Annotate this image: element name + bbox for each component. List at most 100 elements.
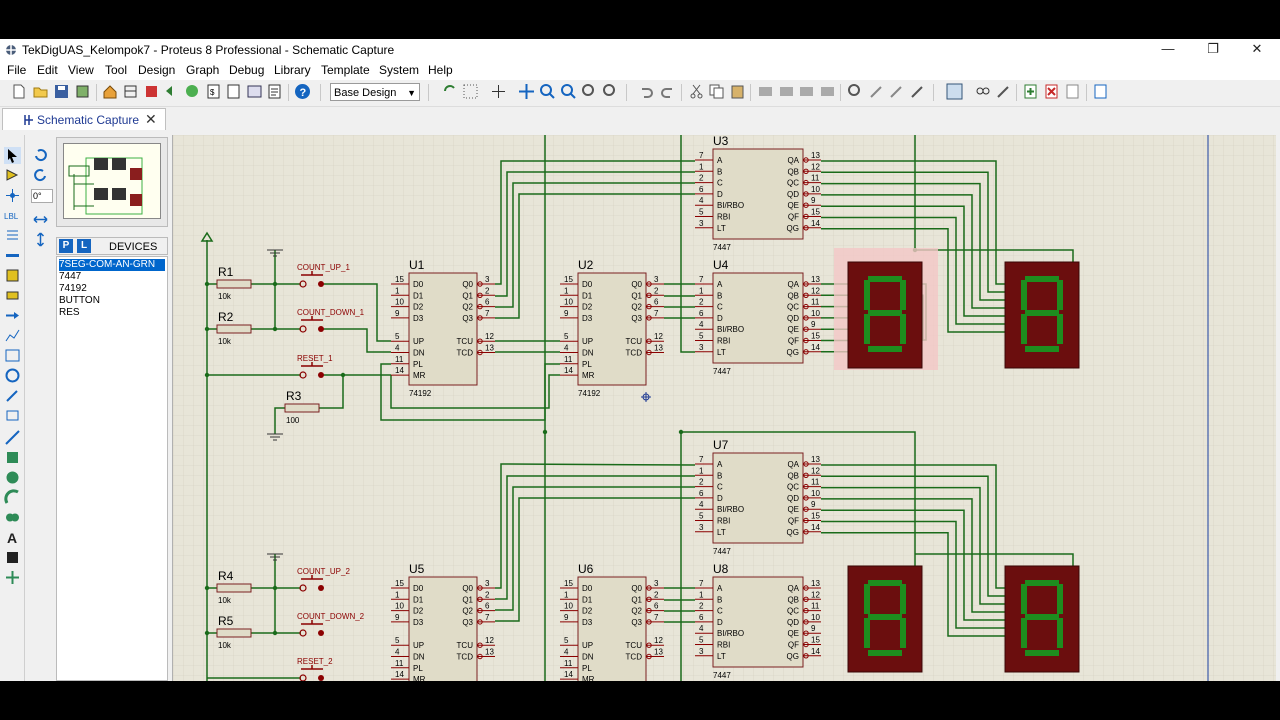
device-pins-icon[interactable] [4,307,21,324]
zoom-out-icon[interactable] [560,83,577,100]
property-assignment-icon[interactable] [995,83,1012,100]
new-sheet-icon[interactable] [1022,83,1039,100]
block-move-icon[interactable] [778,83,795,100]
menu-help[interactable]: Help [428,63,453,77]
zoom-all-icon[interactable] [581,83,598,100]
mirror-horizontal-icon[interactable] [32,211,49,228]
buses-icon[interactable] [4,247,21,264]
design-explorer-icon[interactable] [246,83,263,100]
close-tab-icon[interactable]: ✕ [145,111,157,127]
delete-sheet-icon[interactable] [1043,83,1060,100]
device-item-7447[interactable]: 7447 [59,271,82,282]
pick-device-button[interactable]: P [59,239,73,253]
source-code-icon[interactable] [225,83,242,100]
grid-toggle-icon[interactable] [462,83,479,100]
wire-autorouter-icon[interactable] [946,83,963,100]
mirror-vertical-icon[interactable] [32,231,49,248]
3d-view-icon[interactable] [184,83,201,100]
origin-icon[interactable] [490,83,507,100]
subcircuit-icon[interactable] [4,267,21,284]
packaging-tool-icon[interactable] [888,83,905,100]
search-tag-icon[interactable] [974,83,991,100]
menu-graph[interactable]: Graph [186,63,220,77]
terminals-icon[interactable] [4,287,21,304]
help-icon[interactable]: ? [294,83,311,100]
close-button[interactable]: ✕ [1251,41,1263,56]
minimize-button[interactable]: — [1161,41,1175,56]
menu-library[interactable]: Library [274,63,311,77]
device-item-button[interactable]: BUTTON [59,295,100,306]
schematic-icon[interactable] [122,83,139,100]
simulation-graph-icon[interactable] [1092,83,1109,100]
pcb-icon[interactable] [143,83,160,100]
line-tool-icon[interactable] [4,429,21,446]
device-item-res[interactable]: RES [59,307,80,318]
selection-mode-icon[interactable] [4,147,21,164]
rotate-clockwise-icon[interactable] [32,147,49,164]
wire-label-icon[interactable]: LBL [4,207,21,224]
schematic-drawing[interactable]: U17419215D01D110D29D35UP4DN11PL14MR3Q02Q… [173,135,1276,681]
circle-tool-icon[interactable] [4,469,21,486]
save-icon[interactable] [53,83,70,100]
home-icon[interactable] [102,83,119,100]
zoom-in-icon[interactable] [539,83,556,100]
exit-parent-icon[interactable] [1064,83,1081,100]
overview-window[interactable] [56,137,168,227]
rotation-angle-field[interactable]: 0° [31,189,53,203]
menu-tool[interactable]: Tool [105,63,128,77]
menu-view[interactable]: View [68,63,94,77]
instruments-icon[interactable] [4,407,21,424]
pick-device-icon[interactable] [847,83,864,100]
probe-mode-icon[interactable] [4,387,21,404]
refresh-icon[interactable] [441,83,458,100]
block-delete-icon[interactable] [819,83,836,100]
generator-mode-icon[interactable] [4,367,21,384]
menu-debug[interactable]: Debug [229,63,265,77]
redo-icon[interactable] [659,83,676,100]
rotate-anticlockwise-icon[interactable] [32,167,49,184]
text-tool-icon[interactable]: A [4,529,21,546]
maximize-button[interactable]: ❐ [1207,41,1219,56]
graph-mode-icon[interactable] [4,327,21,344]
block-copy-icon[interactable] [757,83,774,100]
active-popup-icon[interactable] [4,347,21,364]
bom-icon[interactable]: $ [205,83,222,100]
zoom-area-icon[interactable] [602,83,619,100]
box-tool-icon[interactable] [4,449,21,466]
import-icon[interactable] [74,83,91,100]
block-rotate-icon[interactable] [798,83,815,100]
junction-dot-icon[interactable] [4,187,21,204]
component-mode-icon[interactable] [4,167,21,184]
text-script-icon[interactable] [4,227,21,244]
device-item-74192[interactable]: 74192 [59,283,87,294]
notes-icon[interactable] [266,83,283,100]
undo-icon[interactable] [638,83,655,100]
open-folder-icon[interactable] [32,83,49,100]
variant-select[interactable]: Base Design▼ [330,83,420,101]
menu-file[interactable]: File [7,63,27,77]
library-manager-button[interactable]: L [77,239,91,253]
tab-schematic-capture[interactable]: Schematic Capture ✕ [2,108,166,130]
symbol-tool-icon[interactable] [4,549,21,566]
menu-edit[interactable]: Edit [37,63,58,77]
cut-icon[interactable] [688,83,705,100]
ground-symbol [267,433,283,441]
decompose-icon[interactable] [909,83,926,100]
marker-tool-icon[interactable] [4,569,21,586]
new-file-icon[interactable] [10,83,27,100]
counter-U5-pin-num: 11 [395,659,404,668]
menu-template[interactable]: Template [321,63,370,77]
arc-tool-icon[interactable] [4,489,21,506]
paste-icon[interactable] [729,83,746,100]
menu-system[interactable]: System [379,63,420,77]
device-item-7seg-com-an-grn[interactable]: 7SEG-COM-AN-GRN [59,259,165,271]
pan-icon[interactable] [518,83,535,100]
copy-icon[interactable] [708,83,725,100]
decoder-U7-pin-num: 5 [699,512,704,521]
make-device-icon[interactable] [868,83,885,100]
menu-design[interactable]: Design [138,63,176,77]
path-tool-icon[interactable] [4,509,21,526]
gerber-icon[interactable] [163,83,180,100]
counter-U2-pin-bubble [646,349,652,356]
